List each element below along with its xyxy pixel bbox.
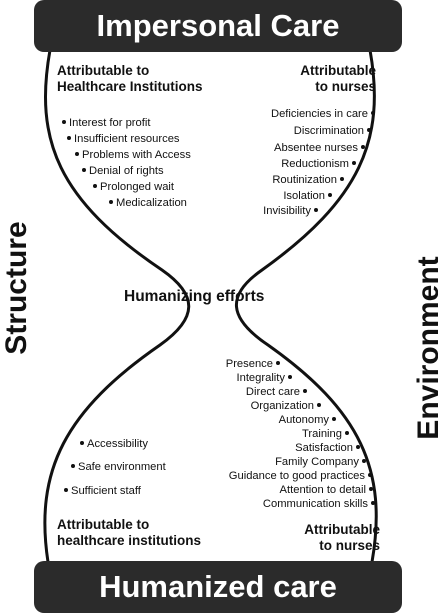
top-left-heading-line-1: Attributable to [57, 63, 150, 78]
bottom-bar: Humanized care [34, 561, 402, 613]
top-left-heading-line-2: Healthcare Institutions [57, 79, 203, 94]
bullet-icon [345, 431, 349, 436]
bottom-left-heading: Attributable to healthcare institutions [57, 517, 201, 549]
list-item: Interest for profit [59, 117, 150, 130]
bullet-icon [303, 389, 307, 394]
bullet-icon [368, 473, 372, 478]
center-label: Humanizing efforts [124, 288, 265, 305]
bullet-icon [352, 161, 356, 166]
bullet-icon [361, 145, 365, 150]
bullet-icon [62, 120, 66, 125]
list-item: Attention to detail [280, 484, 376, 497]
list-item: Training [302, 428, 352, 441]
bullet-icon [71, 464, 75, 469]
bullet-icon [340, 177, 344, 182]
top-bar-title: Impersonal Care [96, 8, 340, 43]
bullet-icon [369, 487, 373, 492]
bottom-bar-title: Humanized care [99, 569, 337, 604]
list-item: Denial of rights [79, 165, 164, 178]
bullet-icon [314, 208, 318, 213]
bottom-left-heading-line-2: healthcare institutions [57, 533, 202, 548]
top-right-heading: Attributable to nurses [276, 63, 376, 95]
list-item: Organization [251, 400, 324, 413]
bullet-icon [317, 403, 321, 408]
list-item: Problems with Access [72, 149, 191, 162]
list-item: Satisfaction [295, 442, 363, 455]
bullet-icon [288, 375, 292, 380]
list-item: Insufficient resources [64, 133, 180, 146]
bottom-right-heading: Attributable to nurses [276, 522, 380, 554]
bottom-right-heading-line-2: to nurses [319, 538, 380, 553]
bullet-icon [371, 111, 375, 116]
bullet-icon [82, 168, 86, 173]
bullet-icon [75, 152, 79, 157]
list-item: Absentee nurses [274, 142, 368, 155]
list-item: Communication skills [263, 498, 378, 511]
list-item: Integrality [236, 372, 295, 385]
bottom-right-heading-line-1: Attributable [304, 522, 380, 537]
bullet-icon [332, 417, 336, 422]
bullet-icon [64, 488, 68, 493]
list-item: Invisibility [263, 205, 321, 218]
list-item: Sufficient staff [61, 485, 141, 498]
bullet-icon [93, 184, 97, 189]
bullet-icon [109, 200, 113, 205]
bottom-left-heading-line-1: Attributable to [57, 517, 150, 532]
list-item: Medicalization [106, 197, 187, 210]
bullet-icon [276, 361, 280, 366]
bullet-icon [362, 459, 366, 464]
list-item: Prolonged wait [90, 181, 174, 194]
hourglass-left-curve [43, 49, 191, 563]
list-item: Safe environment [68, 461, 166, 474]
hourglass-right-curve [234, 49, 378, 563]
bullet-icon [367, 128, 371, 133]
bullet-icon [67, 136, 71, 141]
top-right-heading-line-1: Attributable [300, 63, 376, 78]
list-item: Routinization [272, 174, 347, 187]
list-item: Accessibility [77, 438, 148, 451]
list-item: Family Company [275, 456, 369, 469]
side-label-structure: Structure [0, 221, 33, 355]
list-item: Deficiencies in care [271, 108, 378, 121]
list-item: Presence [226, 358, 283, 371]
bullet-icon [356, 445, 360, 450]
top-left-heading: Attributable to Healthcare Institutions [57, 63, 203, 95]
bullet-icon [371, 501, 375, 506]
side-label-environment: Environment [412, 256, 438, 440]
list-item: Reductionism [281, 158, 359, 171]
list-item: Discrimination [294, 125, 374, 138]
list-item: Guidance to good practices [229, 470, 375, 483]
list-item: Autonomy [279, 414, 339, 427]
bullet-icon [328, 193, 332, 198]
bullet-icon [80, 441, 84, 446]
list-item: Isolation [283, 190, 335, 203]
list-item: Direct care [246, 386, 310, 399]
top-right-heading-line-2: to nurses [315, 79, 376, 94]
top-bar: Impersonal Care [34, 0, 402, 52]
